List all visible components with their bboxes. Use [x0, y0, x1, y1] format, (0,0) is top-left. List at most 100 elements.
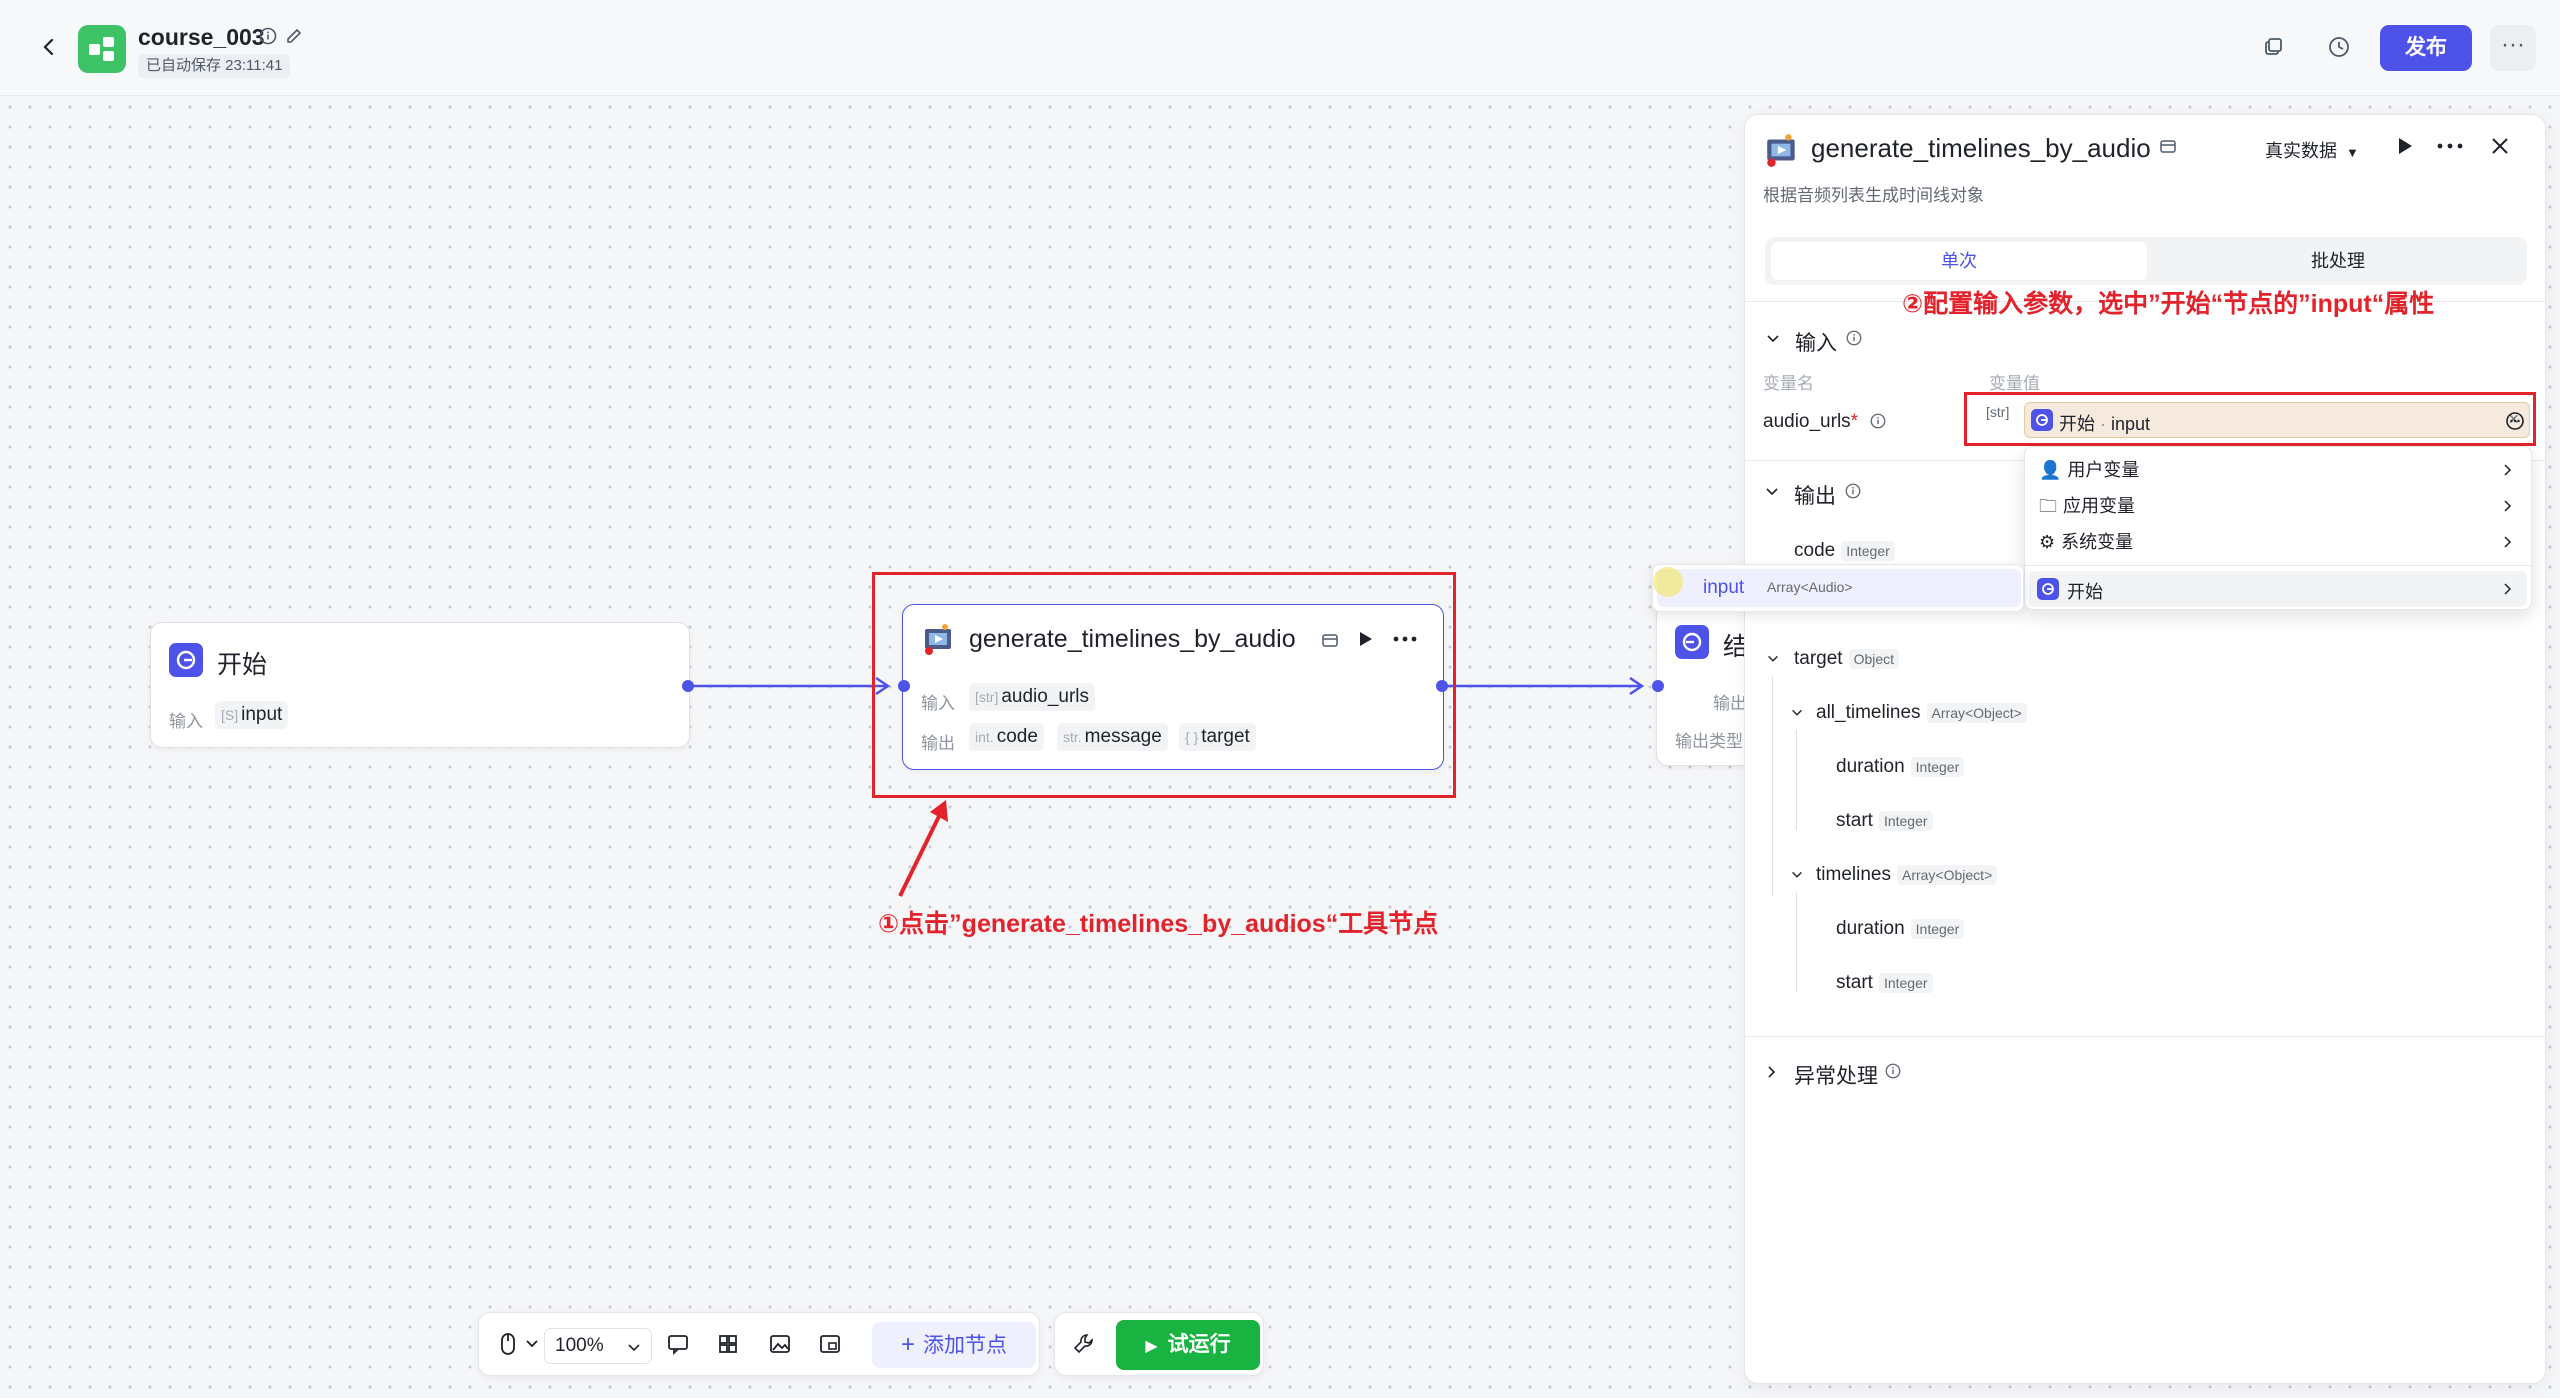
run-mode-tabs: 单次 批处理 [1765, 237, 2527, 285]
end-input-port[interactable] [1652, 680, 1664, 692]
copy-icon[interactable] [2256, 30, 2290, 64]
annotation-step1: ①点击”generate_timelines_by_audios“工具节点 [878, 910, 1439, 938]
divider [1745, 301, 2545, 302]
variable-dropdown: 👤用户变量 🗀应用变量 ⚙系统变量 开始 [2024, 446, 2532, 610]
edge-arrow-2 [1629, 676, 1645, 696]
close-icon[interactable] [2489, 135, 2511, 157]
layout-icon[interactable] [713, 1329, 743, 1359]
tab-single[interactable]: 单次 [1771, 242, 2147, 280]
timelines-chevron-icon[interactable] [1790, 868, 1804, 882]
start-node[interactable]: 开始 输入 [S]input [150, 622, 690, 748]
annotation-arrow-1 [898, 805, 946, 897]
attribute-item-input[interactable]: input Array<Audio> [1657, 569, 2021, 607]
tool-output-chip-code: int.code [969, 723, 1044, 751]
annotation-box-value [1964, 392, 2536, 446]
input-section-chevron-icon[interactable] [1765, 331, 1781, 347]
comment-icon[interactable] [663, 1329, 693, 1359]
history-icon[interactable] [2322, 30, 2356, 64]
end-output-label: 输出 [1713, 694, 1747, 713]
chevron-down-icon[interactable] [517, 1329, 547, 1359]
start-node-mini-icon [2037, 578, 2059, 600]
node-more-icon[interactable] [1391, 629, 1419, 649]
app-logo [78, 25, 126, 73]
test-run-button[interactable]: ▶试运行 [1116, 1320, 1260, 1370]
tab-batch[interactable]: 批处理 [2311, 251, 2365, 271]
chevron-right-icon [2504, 464, 2512, 476]
edge-arrow-1 [875, 676, 891, 696]
wrench-icon[interactable] [1069, 1329, 1099, 1359]
tool-input-port[interactable] [898, 680, 910, 692]
tool-input-label: 输入 [921, 694, 955, 713]
all-timelines-chevron-icon[interactable] [1790, 706, 1804, 720]
exception-section-title[interactable]: 异常处理 [1794, 1065, 1878, 1088]
field-audio-urls: audio_urls* [1763, 411, 1859, 432]
publish-button[interactable]: 发布 [2380, 25, 2472, 71]
target-chevron-icon[interactable] [1766, 652, 1780, 666]
edit-icon[interactable] [284, 26, 304, 46]
tool-output-port[interactable] [1436, 680, 1448, 692]
tool-node-title: generate_timelines_by_audio [969, 625, 1296, 653]
value-reference-text: 开始 · input [2059, 414, 2151, 434]
info-icon[interactable] [258, 26, 278, 46]
dropdown-item-app-vars[interactable]: 🗀应用变量 [2039, 496, 2135, 516]
dropdown-item-user-vars[interactable]: 👤用户变量 [2039, 460, 2140, 480]
minimap-icon[interactable] [815, 1329, 845, 1359]
value-reference-field[interactable]: 开始 · input × [2024, 402, 2530, 438]
tool-input-chip: [str]audio_urls [969, 683, 1096, 711]
panel-tool-icon [1767, 134, 1795, 167]
panel-subtitle: 根据音频列表生成时间线对象 [1763, 186, 1984, 205]
back-arrow-icon[interactable] [36, 34, 62, 60]
top-header: course_003 已自动保存 23:11:41 发布 ··· [0, 0, 2560, 96]
end-node-title: 结 [1723, 633, 1749, 661]
input-info-icon[interactable] [1845, 329, 1863, 347]
dropdown-item-system-vars[interactable]: ⚙系统变量 [2039, 532, 2134, 552]
image-icon[interactable] [765, 1329, 795, 1359]
reference-settings-icon[interactable] [2504, 410, 2526, 432]
end-output-type-label: 输出类型 [1675, 732, 1743, 751]
more-menu-button[interactable]: ··· [2490, 25, 2536, 71]
chevron-right-icon [2504, 500, 2512, 512]
dropdown-item-start[interactable]: 开始 [2029, 571, 2527, 607]
mouse-mode-icon[interactable] [493, 1329, 523, 1359]
start-node-icon [169, 643, 203, 677]
exception-chevron-icon[interactable] [1764, 1064, 1780, 1080]
output-info-icon[interactable] [1844, 482, 1862, 500]
workflow-logo-icon [89, 37, 114, 61]
zoom-select[interactable]: 100% [544, 1328, 652, 1364]
field-info-icon[interactable] [1869, 412, 1887, 430]
project-title: course_003 [138, 24, 265, 50]
annotation-box-tool [872, 572, 1456, 798]
divider [2025, 565, 2531, 566]
output-section-chevron-icon[interactable] [1764, 484, 1780, 500]
attribute-input-name: input [1703, 577, 1745, 598]
run-node-icon[interactable] [1355, 629, 1375, 649]
store-icon [1322, 634, 1338, 647]
add-node-button[interactable]: +添加节点 [872, 1322, 1036, 1368]
end-node-icon [1675, 625, 1709, 659]
panel-run-icon[interactable] [2393, 135, 2415, 157]
zoom-chevron-icon [628, 1344, 640, 1352]
exception-info-icon[interactable] [1884, 1062, 1902, 1080]
tool-node[interactable]: generate_timelines_by_audio 输入 [str]audi… [902, 604, 1444, 770]
tree-guide [1796, 730, 1797, 830]
zoom-value: 100% [555, 1335, 604, 1356]
tool-output-label: 输出 [921, 734, 955, 753]
panel-more-icon[interactable] [2435, 135, 2465, 157]
cursor-highlight [1653, 567, 1683, 597]
input-section-title: 输入 [1795, 332, 1837, 355]
value-node-icon [2031, 409, 2053, 431]
start-input-label: 输入 [169, 712, 203, 731]
data-mode-select[interactable]: 真实数据 ▼ [2265, 141, 2359, 161]
start-node-title: 开始 [217, 651, 268, 679]
start-output-port[interactable] [682, 680, 694, 692]
caret-down-icon: ▼ [2346, 145, 2359, 160]
clear-icon[interactable]: × [2508, 409, 2519, 429]
start-input-chip: [S]input [215, 701, 289, 729]
annotation-arrowhead-1 [930, 800, 948, 822]
chevron-right-icon [2504, 536, 2512, 548]
